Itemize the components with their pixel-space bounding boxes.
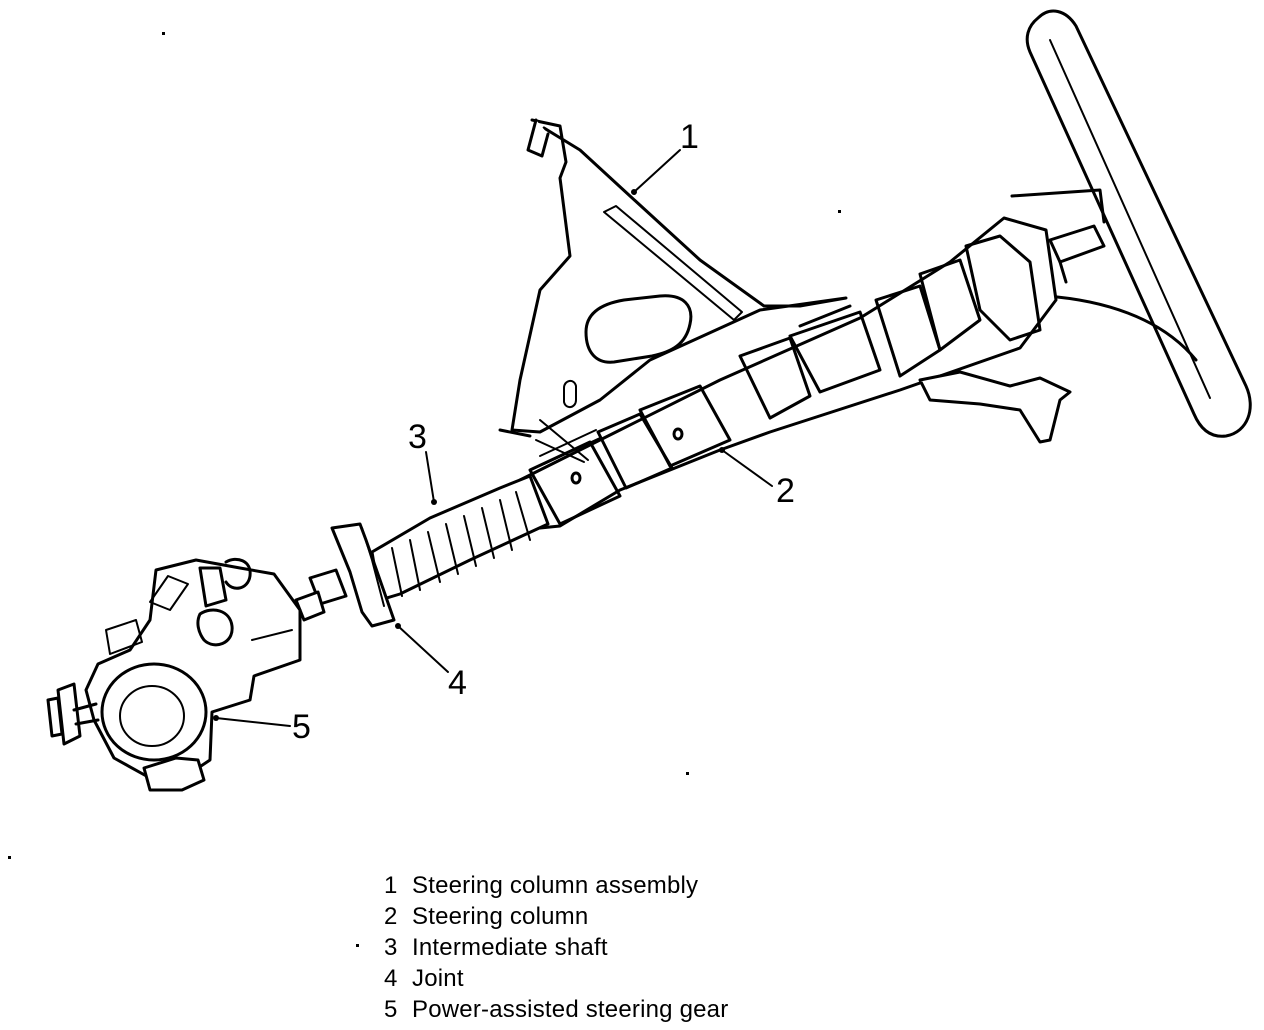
- scan-speck: [8, 856, 11, 859]
- callout-1: 1: [680, 118, 699, 156]
- scan-speck: [838, 210, 841, 213]
- legend-text: Power-assisted steering gear: [412, 996, 729, 1023]
- steering-gear: [46, 557, 302, 792]
- legend-item: 4 Joint: [384, 963, 728, 994]
- legend-number: 3: [384, 934, 398, 961]
- scan-speck: [356, 944, 359, 947]
- legend-text: Intermediate shaft: [412, 934, 608, 961]
- legend-text: Steering column assembly: [412, 872, 699, 899]
- callout-5: 5: [292, 708, 311, 746]
- legend-text: Steering column: [412, 903, 589, 930]
- intermediate-shaft: [370, 474, 550, 602]
- scan-speck: [162, 32, 165, 35]
- joint: [294, 522, 396, 628]
- legend-number: 4: [384, 965, 398, 992]
- legend-text: Joint: [412, 965, 464, 992]
- parts-legend: 1 Steering column assembly 2 Steering colu…: [384, 870, 728, 1025]
- callout-3: 3: [408, 418, 427, 456]
- steering-assembly-diagram: 1 2 3 4 5: [46, 9, 1252, 792]
- leader-lines: [213, 149, 773, 727]
- scan-speck: [686, 772, 689, 775]
- legend-item: 3 Intermediate shaft: [384, 932, 728, 963]
- steering-wheel: [1010, 9, 1252, 438]
- callout-2: 2: [776, 472, 795, 510]
- callout-4: 4: [448, 664, 467, 702]
- legend-item: 5 Power-assisted steering gear: [384, 994, 728, 1025]
- steering-column: [518, 216, 1106, 530]
- legend-number: 2: [384, 903, 398, 930]
- legend-item: 1 Steering column assembly: [384, 870, 728, 901]
- legend-item: 2 Steering column: [384, 901, 728, 932]
- legend-number: 1: [384, 872, 398, 899]
- legend-number: 5: [384, 996, 398, 1023]
- column-mounting-bracket: [498, 118, 848, 463]
